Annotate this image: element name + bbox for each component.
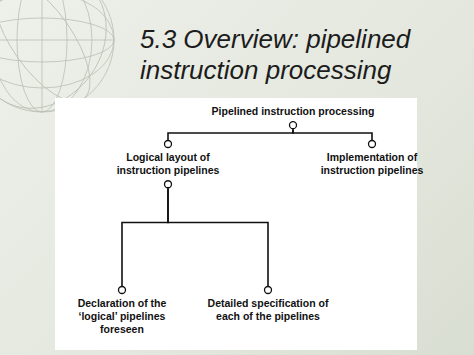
tree-node: Pipelined instruction processing bbox=[193, 104, 393, 119]
connector-joint bbox=[290, 122, 297, 129]
tree-node: Logical layout of instruction pipelines bbox=[112, 150, 224, 178]
tree-node: Declaration of the ‘logical’ pipelines f… bbox=[58, 296, 186, 337]
tree-connector bbox=[168, 188, 268, 286]
connector-joint bbox=[119, 287, 126, 294]
connector-joint bbox=[369, 141, 376, 148]
node-label: Implementation of instruction pipelines bbox=[316, 150, 428, 178]
node-label: Logical layout of instruction pipelines bbox=[112, 150, 224, 178]
connector-joint bbox=[165, 141, 172, 148]
node-label: Declaration of the ‘logical’ pipelines f… bbox=[58, 296, 186, 337]
node-label: Detailed specification of each of the pi… bbox=[201, 296, 335, 324]
node-label: Pipelined instruction processing bbox=[193, 104, 393, 119]
connector-joint bbox=[265, 287, 272, 294]
tree-node: Detailed specification of each of the pi… bbox=[201, 296, 335, 324]
tree-connector bbox=[168, 129, 293, 140]
figure-panel bbox=[55, 98, 417, 350]
tree-connector bbox=[293, 129, 372, 140]
tree-node: Implementation of instruction pipelines bbox=[316, 150, 428, 178]
connector-joint bbox=[165, 181, 172, 188]
tree-connector bbox=[122, 188, 168, 286]
slide-title: 5.3 Overview: pipelined instruction proc… bbox=[140, 24, 458, 86]
